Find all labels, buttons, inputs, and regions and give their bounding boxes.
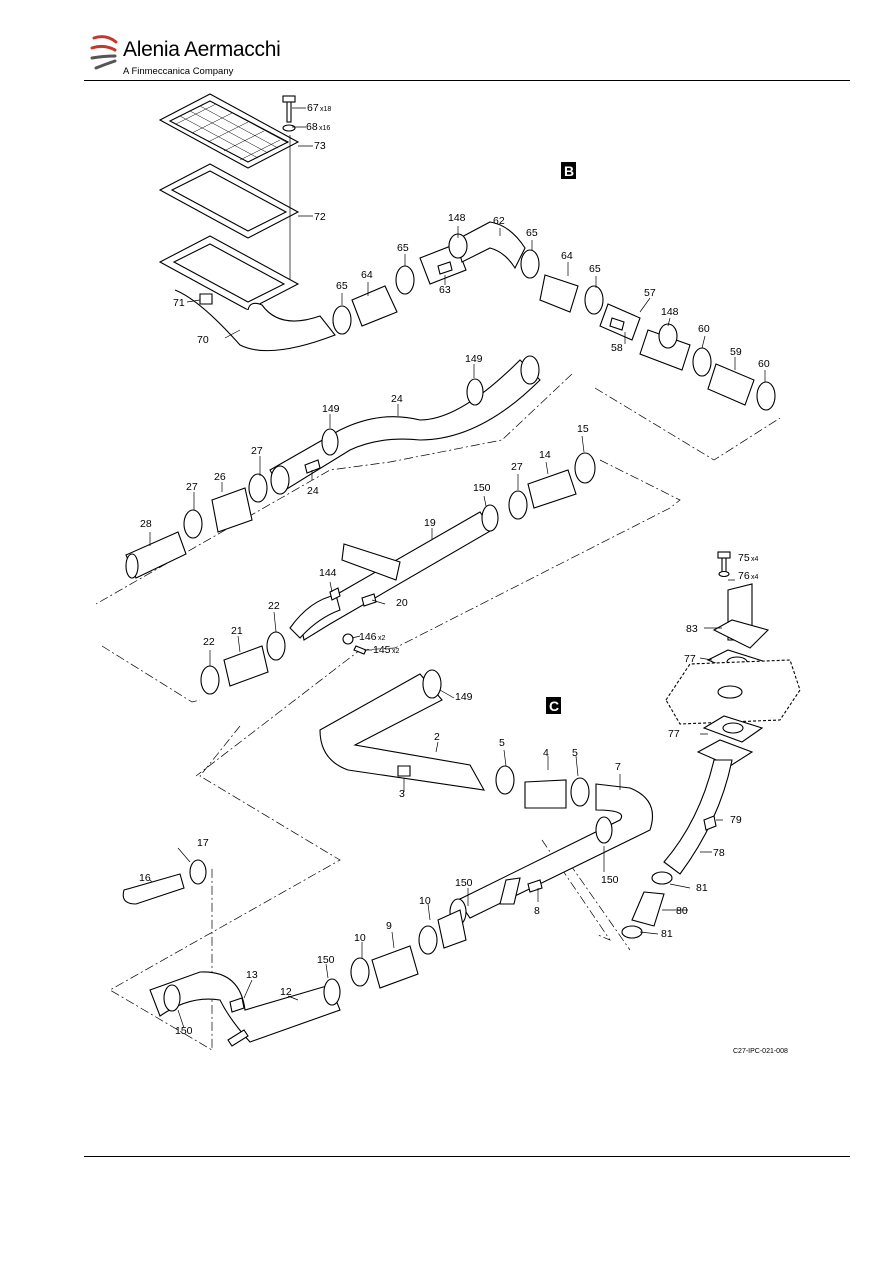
upper-duct-chain	[332, 221, 776, 411]
callout-24-a: 24	[391, 393, 403, 405]
duct-19-assembly	[200, 452, 596, 695]
callout-68: 68	[306, 121, 318, 133]
callout-5-a: 5	[499, 737, 505, 749]
callout-77-a: 77	[684, 653, 696, 665]
duct-24-assembly	[125, 355, 541, 579]
company-name: Alenia Aermacchi	[123, 38, 281, 61]
callout-70: 70	[197, 334, 209, 346]
callout-4: 4	[543, 747, 549, 759]
callout-21: 21	[231, 625, 243, 637]
callout-75: 75	[738, 552, 750, 564]
callout-8: 8	[534, 905, 540, 917]
callout-62: 62	[493, 215, 505, 227]
view-b-marker: B	[561, 162, 576, 179]
callout-63: 63	[439, 284, 451, 296]
callout-12: 12	[280, 986, 292, 998]
callout-14: 14	[539, 449, 551, 461]
callout-16: 16	[139, 872, 151, 884]
callout-58: 58	[611, 342, 623, 354]
callout-2: 2	[434, 731, 440, 743]
callout-81-b: 81	[661, 928, 673, 940]
callout-76: 76	[738, 570, 750, 582]
callout-76-qty: x4	[751, 574, 759, 581]
leader-lines	[149, 226, 766, 1029]
callout-64-a: 64	[361, 269, 373, 281]
boundary-lines	[95, 373, 781, 1051]
callout-149-b: 149	[322, 403, 340, 415]
callout-65-b: 65	[526, 227, 538, 239]
callout-27-c: 27	[511, 461, 523, 473]
duct-2-assembly	[319, 669, 654, 919]
callout-145-qty: x2	[392, 648, 400, 655]
callout-60-b: 60	[758, 358, 770, 370]
callout-24-b: 24	[307, 485, 319, 497]
callout-150-d: 150	[317, 954, 335, 966]
callout-78: 78	[713, 847, 725, 859]
callout-148-b: 148	[661, 306, 679, 318]
callout-77-b: 77	[668, 728, 680, 740]
callout-17: 17	[197, 837, 209, 849]
callout-68-qty: x16	[319, 125, 330, 132]
callout-150-c: 150	[455, 877, 473, 889]
callout-9: 9	[386, 920, 392, 932]
callout-79: 79	[730, 814, 742, 826]
callout-148-a: 148	[448, 212, 466, 224]
callout-81-a: 81	[696, 882, 708, 894]
callout-27-a: 27	[251, 445, 263, 457]
duct-12-assembly	[122, 859, 467, 1047]
callout-73: 73	[314, 140, 326, 152]
callout-150-a: 150	[473, 482, 491, 494]
callout-144: 144	[319, 567, 337, 579]
callout-65-c: 65	[336, 280, 348, 292]
callout-80: 80	[676, 905, 688, 917]
callout-72: 72	[314, 211, 326, 223]
callout-150-b: 150	[601, 874, 619, 886]
figure-reference: C27-IPC-021-008	[733, 1048, 788, 1055]
svg-text:C: C	[549, 698, 559, 714]
callout-67: 67	[307, 102, 319, 114]
callout-3: 3	[399, 788, 405, 800]
svg-text:B: B	[564, 163, 574, 179]
callout-26: 26	[214, 471, 226, 483]
callout-64-b: 64	[561, 250, 573, 262]
callout-20: 20	[396, 597, 408, 609]
header-rule	[84, 80, 850, 81]
callout-10-a: 10	[419, 895, 431, 907]
callout-75-qty: x4	[751, 556, 759, 563]
callout-145: 145	[373, 644, 391, 656]
callout-149-c: 149	[455, 691, 473, 703]
company-logo	[88, 26, 288, 80]
outlet-assembly	[621, 551, 801, 939]
callout-22-b: 22	[203, 636, 215, 648]
callout-27-b: 27	[186, 481, 198, 493]
callout-65-d: 65	[589, 263, 601, 275]
callout-83: 83	[686, 623, 698, 635]
view-c-marker: C	[546, 697, 561, 714]
callout-7: 7	[615, 761, 621, 773]
callout-146-qty: x2	[378, 635, 386, 642]
callout-5-b: 5	[572, 747, 578, 759]
callout-10-b: 10	[354, 932, 366, 944]
callout-19: 19	[424, 517, 436, 529]
callout-15: 15	[577, 423, 589, 435]
callout-60-a: 60	[698, 323, 710, 335]
callout-65-a: 65	[397, 242, 409, 254]
callout-57: 57	[644, 287, 656, 299]
footer-rule	[84, 1156, 850, 1157]
callout-28: 28	[140, 518, 152, 530]
callout-149-a: 149	[465, 353, 483, 365]
callout-146: 146	[359, 631, 377, 643]
logo-swoosh-icon	[90, 35, 118, 70]
callout-22-a: 22	[268, 600, 280, 612]
callout-59: 59	[730, 346, 742, 358]
callout-150-e: 150	[175, 1025, 193, 1037]
filter-assembly	[158, 93, 336, 352]
upper-hardware	[282, 95, 313, 280]
callout-13: 13	[246, 969, 258, 981]
company-tagline: A Finmeccanica Company	[123, 66, 234, 77]
callout-71: 71	[173, 297, 185, 309]
part-callouts: 67 x18 68 x16 73 72 71 70 148 62 65 65 6…	[139, 102, 770, 1037]
callout-67-qty: x18	[320, 106, 331, 113]
